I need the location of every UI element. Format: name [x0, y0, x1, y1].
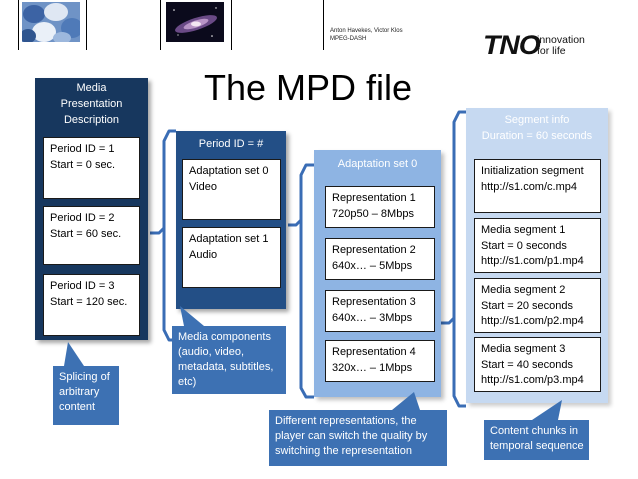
callout-line: (audio, video,	[178, 346, 245, 358]
callout-pointer-splicing	[64, 342, 84, 366]
representation-box: Representation 2 640x… – 5Mbps	[325, 238, 435, 280]
callout-media-components: Media components (audio, video, metadata…	[172, 326, 286, 394]
segment-box: Initialization segment http://s1.com/c.m…	[474, 159, 601, 213]
period-box-start: Start = 120 sec.	[50, 295, 128, 308]
header-photo-pills	[22, 2, 80, 42]
header-divider	[323, 0, 324, 50]
author-topic: MPEG-DASH	[330, 36, 367, 42]
segment-start: Start = 40 seconds	[481, 358, 574, 371]
callout-line: Content chunks in	[490, 425, 579, 437]
period-box-start: Start = 60 sec.	[50, 227, 122, 240]
period-box-id: Period ID = 1	[50, 143, 115, 155]
segment-title: Media segment 3	[481, 343, 566, 355]
segment-title: Media segment 2	[481, 284, 566, 296]
segment-start: Start = 20 seconds	[481, 299, 574, 312]
header-divider	[231, 0, 232, 50]
mpd-heading-line1: Media	[76, 82, 107, 94]
callout-line: etc)	[178, 376, 197, 388]
representation-detail: 720p50 – 8Mbps	[332, 207, 414, 220]
adaptation-set-box: Adaptation set 0 Video	[182, 159, 281, 220]
representation-detail: 640x… – 5Mbps	[332, 259, 413, 272]
segment-heading-line1: Segment info	[504, 114, 570, 126]
segment-box: Media segment 2 Start = 20 seconds http:…	[474, 278, 601, 333]
callout-pointer-media-components	[180, 306, 204, 326]
representation-box: Representation 4 320x… – 1Mbps	[325, 340, 435, 382]
representation-name: Representation 3	[332, 296, 416, 308]
segment-heading-line2: Duration = 60 seconds	[481, 130, 593, 142]
mpd-heading: Media Presentation Description	[35, 80, 148, 128]
representation-box: Representation 1 720p50 – 8Mbps	[325, 186, 435, 228]
callout-line: temporal sequence	[490, 440, 584, 452]
segment-title: Initialization segment	[481, 165, 584, 177]
period-box-id: Period ID = 2	[50, 212, 115, 224]
representation-detail: 320x… – 1Mbps	[332, 361, 413, 374]
segment-url: http://s1.com/c.mp4	[481, 180, 577, 193]
header-divider	[160, 0, 161, 50]
bracket-segment	[440, 110, 466, 408]
segment-heading: Segment info Duration = 60 seconds	[466, 112, 608, 144]
segment-title: Media segment 1	[481, 224, 566, 236]
adaptation-set-box: Adaptation set 1 Audio	[182, 227, 281, 288]
callout-line: metadata, subtitles,	[178, 361, 274, 373]
adaptation-set-name: Adaptation set 1	[189, 233, 269, 245]
tno-logo: TNO	[483, 30, 541, 60]
segment-start: Start = 0 seconds	[481, 239, 567, 252]
period-heading: Period ID = #	[198, 138, 264, 150]
representation-box: Representation 3 640x… – 3Mbps	[325, 290, 435, 332]
segment-box: Media segment 1 Start = 0 seconds http:/…	[474, 218, 601, 273]
period-box: Period ID = 3 Start = 120 sec.	[43, 274, 140, 336]
tno-tagline: innovation for life	[537, 35, 585, 57]
callout-line: arbitrary	[59, 386, 100, 398]
callout-line: player can switch the quality by	[275, 430, 428, 442]
adaptation-set-type: Audio	[189, 248, 218, 261]
callout-pointer-representations	[392, 392, 420, 410]
representation-name: Representation 1	[332, 192, 416, 204]
callout-line: Different representations, the	[275, 415, 417, 427]
callout-line: Media components	[178, 331, 271, 343]
callout-pointer-chunks	[532, 400, 562, 420]
period-box-start: Start = 0 sec.	[50, 158, 116, 171]
period-box-id: Period ID = 3	[50, 280, 115, 292]
callout-splicing: Splicing of arbitrary content	[53, 366, 119, 425]
author-credit: Anton Havekes, Victor Klos MPEG-DASH	[330, 27, 403, 43]
slide-title: The MPD file	[204, 67, 413, 108]
period-box: Period ID = 1 Start = 0 sec.	[43, 137, 140, 199]
representation-detail: 640x… – 3Mbps	[332, 311, 413, 324]
segment-url: http://s1.com/p3.mp4	[481, 374, 584, 386]
segment-url: http://s1.com/p1.mp4	[481, 255, 584, 267]
adaptation-heading: Adaptation set 0	[337, 158, 418, 170]
tno-tagline-line1: innovation	[537, 34, 585, 46]
header-divider	[18, 0, 19, 50]
segment-box: Media segment 3 Start = 40 seconds http:…	[474, 337, 601, 392]
author-names: Anton Havekes, Victor Klos	[330, 28, 403, 34]
representation-name: Representation 2	[332, 244, 416, 256]
representation-name: Representation 4	[332, 346, 416, 358]
callout-representations: Different representations, the player ca…	[269, 410, 447, 466]
adaptation-set-name: Adaptation set 0	[189, 165, 269, 177]
bracket-adaptation	[288, 163, 314, 399]
period-box: Period ID = 2 Start = 60 sec.	[43, 206, 140, 265]
callout-chunks: Content chunks in temporal sequence	[484, 420, 589, 460]
header-photo-galaxy	[166, 2, 224, 42]
mpd-heading-line3: Description	[63, 114, 120, 126]
header-divider	[86, 0, 87, 50]
tno-tagline-line2: for life	[537, 45, 566, 57]
segment-url: http://s1.com/p2.mp4	[481, 315, 584, 327]
adaptation-set-type: Video	[189, 180, 217, 193]
mpd-heading-line2: Presentation	[60, 98, 123, 110]
callout-line: Splicing of	[59, 371, 110, 383]
callout-line: content	[59, 401, 96, 413]
callout-line: switching the representation	[275, 445, 412, 457]
